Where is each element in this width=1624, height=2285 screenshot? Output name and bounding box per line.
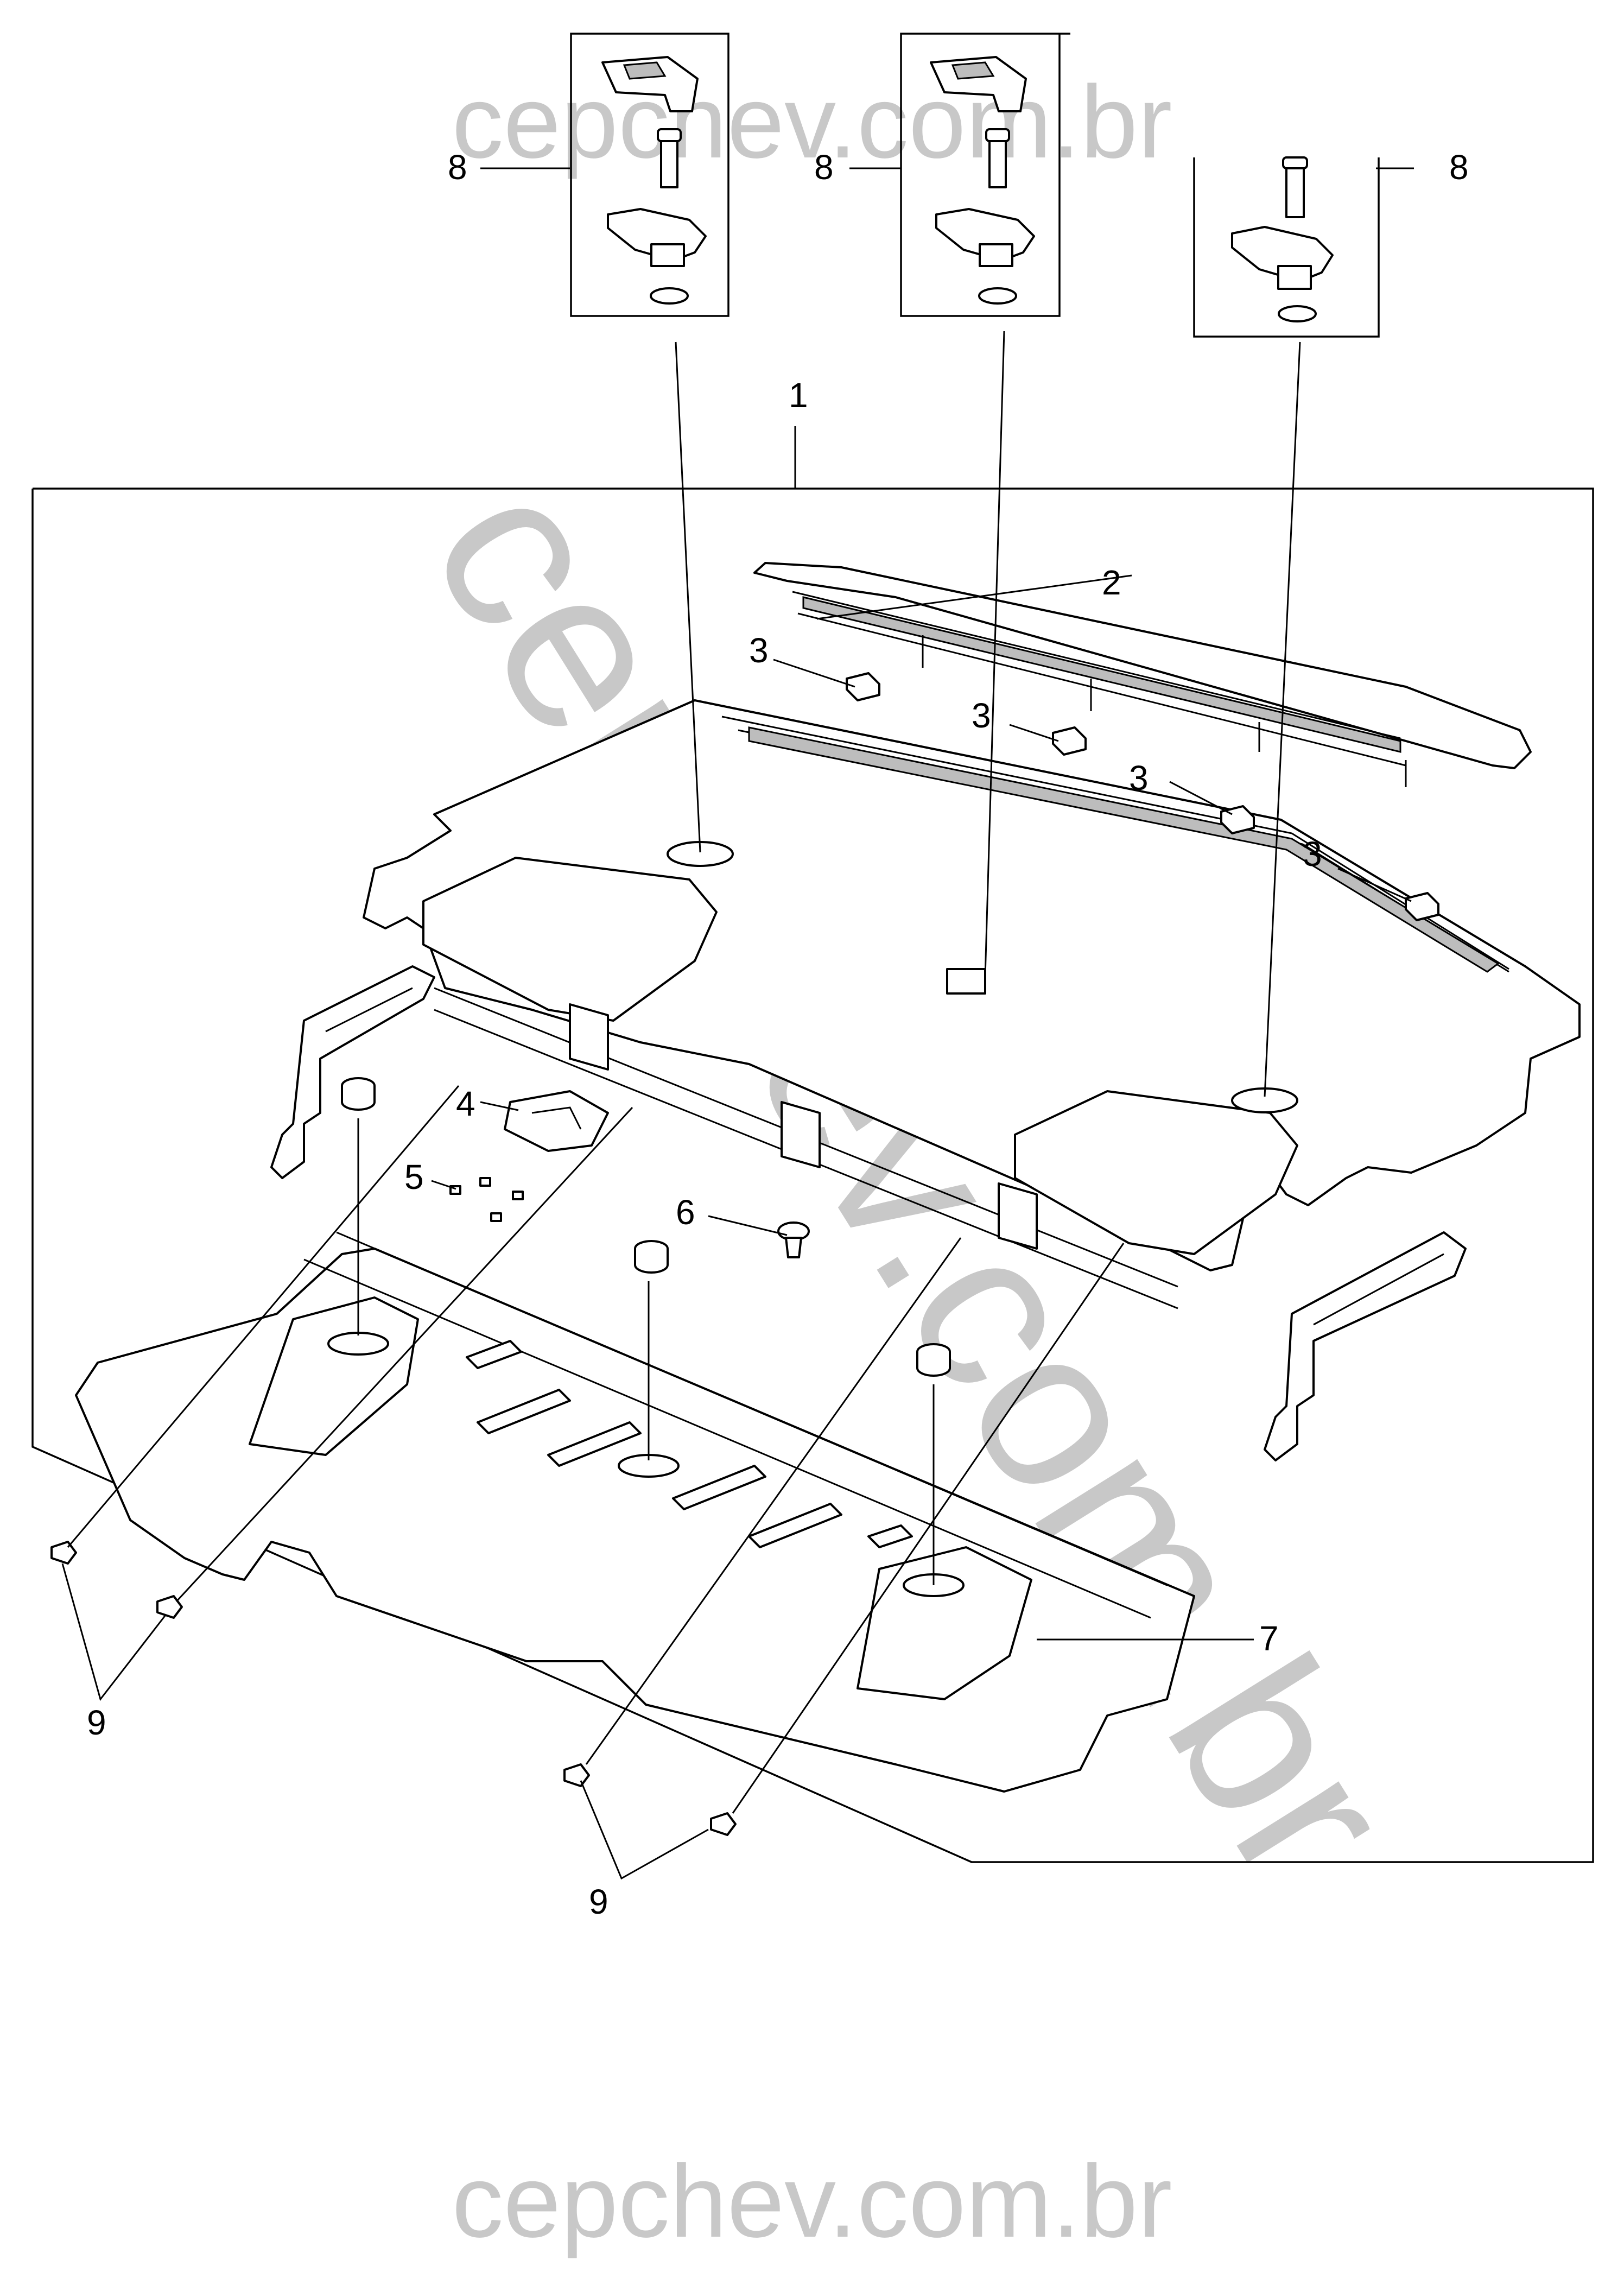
callout-9b: 9 xyxy=(589,1882,608,1921)
callout-3c: 3 xyxy=(1129,758,1149,797)
part-2-rail xyxy=(753,562,1532,787)
part-4-retainer xyxy=(504,1090,609,1152)
part-3-clip-b xyxy=(1052,726,1087,756)
callout-9a: 9 xyxy=(87,1703,106,1742)
right-side-bracket xyxy=(1264,1231,1467,1461)
part-3-clip-a xyxy=(846,672,880,701)
watermark-bottom: cepchev.com.br xyxy=(452,2144,1172,2259)
leader-lines xyxy=(61,167,1414,1880)
callout-8b: 8 xyxy=(814,148,834,187)
part-5-nuts xyxy=(449,1177,524,1222)
part-1-shelf-panel xyxy=(363,699,1581,1309)
left-side-bracket xyxy=(270,965,435,1179)
grommets xyxy=(341,1077,951,1377)
part-9-fasteners xyxy=(50,1541,737,1836)
part-7-lower-trim xyxy=(75,1231,1195,1793)
callout-8a: 8 xyxy=(448,148,467,187)
callout-6: 6 xyxy=(676,1193,695,1232)
callout-3b: 3 xyxy=(972,696,991,735)
callout-5: 5 xyxy=(404,1157,424,1197)
detail-box-8-right xyxy=(1193,156,1380,338)
detail-box-8-left xyxy=(570,33,729,317)
callout-1: 1 xyxy=(789,376,808,415)
callout-7: 7 xyxy=(1259,1619,1279,1658)
detail-box-8-middle xyxy=(900,33,1070,317)
watermark-top: cepchev.com.br xyxy=(452,65,1172,180)
callout-3a: 3 xyxy=(749,631,769,670)
part-3-clip-d xyxy=(1405,892,1439,921)
assembly-frame xyxy=(31,488,1594,1863)
callout-3d: 3 xyxy=(1303,834,1322,874)
callout-4: 4 xyxy=(456,1084,475,1123)
callout-2: 2 xyxy=(1102,563,1121,602)
callout-8c: 8 xyxy=(1449,148,1469,187)
